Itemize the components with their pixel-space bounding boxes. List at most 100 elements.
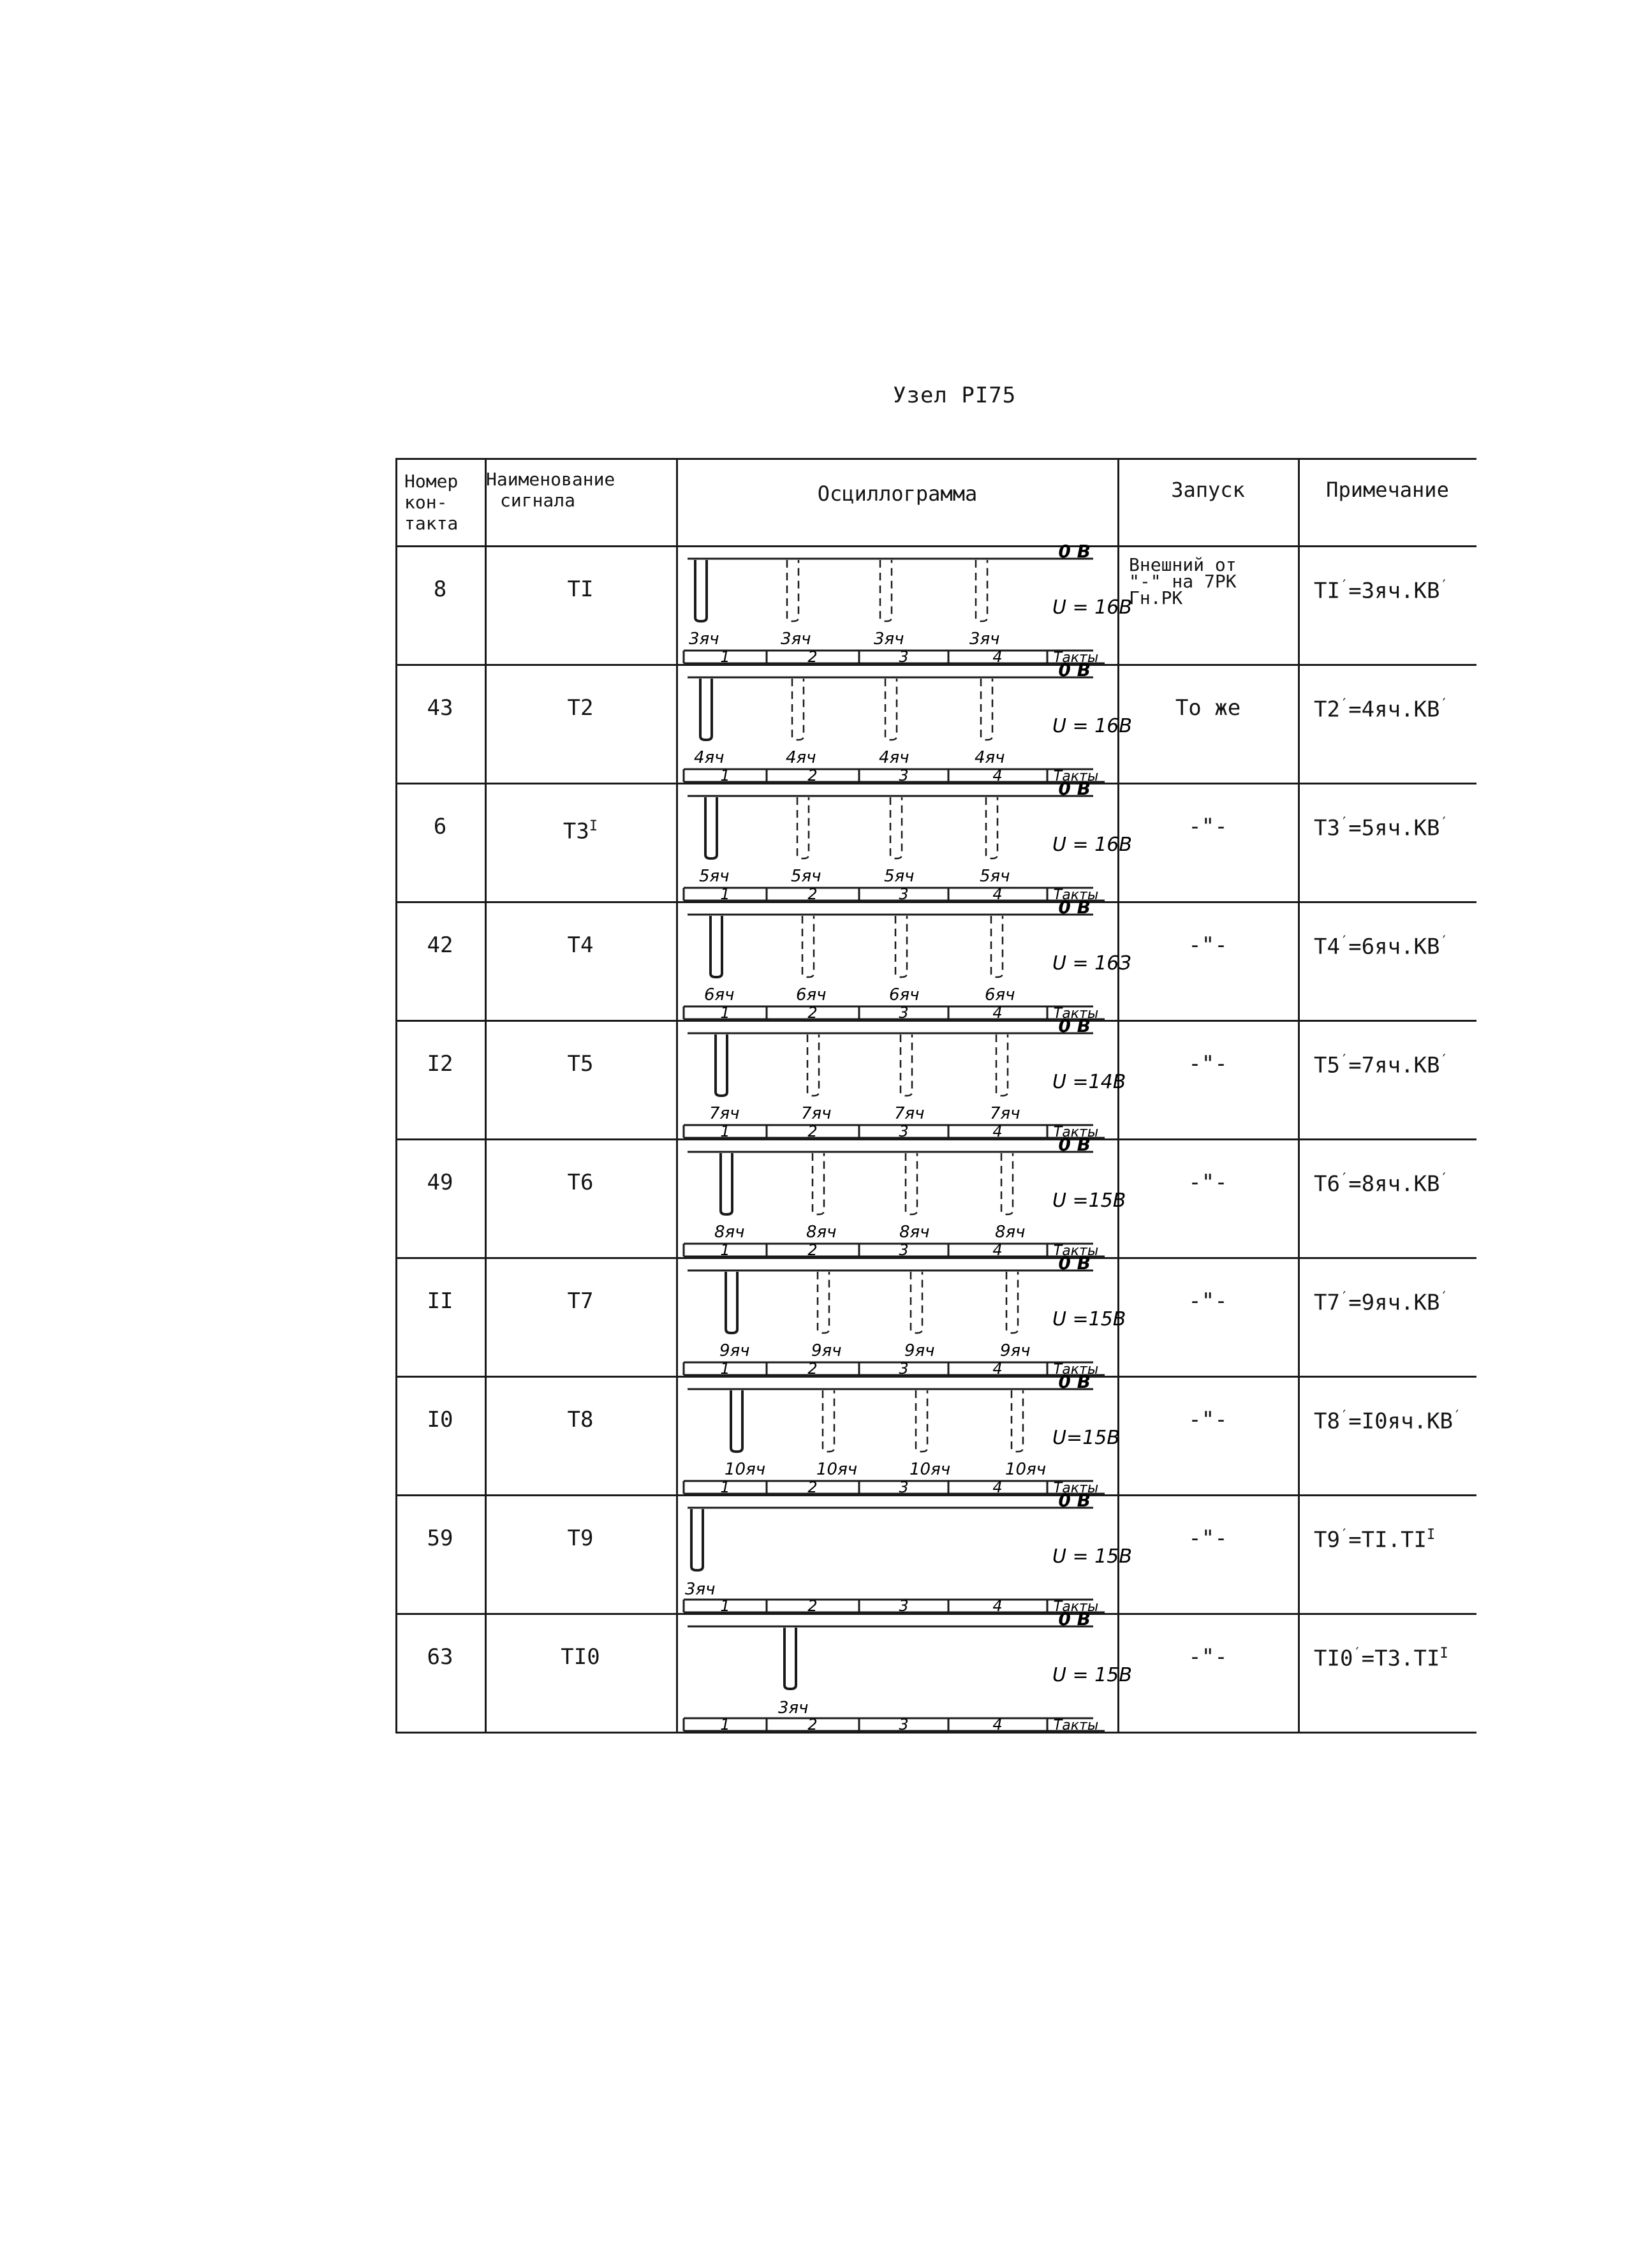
contact-number: 6 — [433, 814, 447, 839]
zero-level-label: 0 В — [1058, 1253, 1091, 1274]
row-border — [395, 783, 1476, 784]
takty-label: Такты — [1054, 650, 1098, 666]
takty-label: 1 — [720, 1597, 730, 1615]
pulse — [690, 1509, 704, 1572]
cell-label: 9яч — [811, 1341, 842, 1360]
trigger-line: Гн.РК — [1129, 587, 1183, 608]
signal-name-text: T9 — [567, 1526, 594, 1551]
prime-mark: I — [1427, 1527, 1436, 1543]
note: T5′=7яч.КВ′ — [1300, 1049, 1486, 1077]
pulse — [985, 797, 999, 860]
takty-label: Такты — [1054, 1362, 1098, 1378]
takty-label: 3 — [899, 1597, 908, 1615]
signal-name: T5 — [485, 1052, 676, 1076]
note-part-a: TI0 — [1314, 1646, 1353, 1672]
trigger-line: -"- — [1188, 1407, 1228, 1432]
note: T9′=TI.TII — [1300, 1523, 1486, 1552]
header-oscillogram: Осциллограмма — [817, 482, 978, 506]
prime-mark: ′ — [1439, 1171, 1448, 1187]
takty-label: 2 — [807, 1004, 817, 1022]
zero-level-label: 0 В — [1058, 1490, 1091, 1511]
pulse — [889, 797, 903, 860]
cell-label: 6яч — [704, 985, 735, 1005]
header-signal-line2: сигнала — [500, 490, 576, 511]
takty-label: Такты — [1054, 769, 1098, 784]
pulse — [990, 916, 1004, 978]
row-border — [395, 1494, 1476, 1496]
pulse — [816, 1272, 830, 1334]
pulse — [783, 1628, 797, 1690]
trigger: -"- — [1119, 933, 1297, 957]
signal-name: T6 — [485, 1170, 676, 1195]
signal-name-text: T8 — [567, 1407, 594, 1432]
note: TI′=3яч.КВ′ — [1300, 574, 1486, 603]
voltage-label: U = 16З — [1052, 952, 1131, 975]
note-part-a: T6 — [1314, 1171, 1340, 1197]
contact-number: 42 — [427, 932, 453, 958]
header-contact-line1: Номер — [404, 471, 459, 492]
cell-label: 4яч — [975, 748, 1005, 767]
pulse — [909, 1272, 924, 1334]
signal-name: T3I — [485, 814, 676, 843]
takty-label: 3 — [899, 648, 908, 666]
contact-number: 59 — [427, 1526, 453, 1551]
zero-level-label: 0 В — [1058, 1015, 1091, 1036]
trigger: -"- — [1119, 1645, 1297, 1669]
cell-label: 4яч — [694, 748, 725, 767]
prime-mark: ′ — [1339, 1408, 1349, 1424]
cell-label: 10яч — [1005, 1460, 1046, 1479]
pulse — [884, 679, 898, 741]
prime-mark: ′ — [1439, 1290, 1448, 1306]
row-border — [395, 1613, 1476, 1615]
pulse — [719, 1153, 733, 1216]
trigger-line: -"- — [1188, 814, 1228, 839]
voltage-label: U =14В — [1052, 1071, 1126, 1093]
pulse — [709, 916, 723, 978]
cell-label: 6яч — [796, 985, 827, 1005]
cell-label: 9яч — [904, 1341, 935, 1360]
takty-label: Такты — [1054, 1718, 1098, 1734]
note-part-b: =I0яч.КВ — [1348, 1408, 1453, 1434]
takty-label: 1 — [720, 1478, 730, 1496]
takty-label: 2 — [807, 648, 817, 666]
takty-label: 4 — [992, 767, 1002, 784]
takty-label: 4 — [992, 1241, 1002, 1259]
takty-label: Такты — [1054, 1243, 1098, 1259]
pulse — [786, 560, 800, 622]
table-header-border — [395, 545, 1476, 547]
note: T7′=9яч.КВ′ — [1300, 1286, 1486, 1314]
trigger: -"- — [1119, 1052, 1297, 1076]
cell-label: 5яч — [980, 867, 1010, 886]
takty-label: 1 — [720, 767, 730, 784]
trigger-line: -"- — [1188, 1526, 1228, 1551]
takty-label: 3 — [899, 1716, 908, 1734]
pulse — [801, 916, 815, 978]
cell-label: 8яч — [995, 1223, 1026, 1242]
note: T8′=I0яч.КВ′ — [1300, 1404, 1486, 1433]
contact-number: 8 — [433, 577, 447, 602]
note-part-b: =7яч.КВ — [1348, 1052, 1440, 1079]
takty-label: 1 — [720, 1004, 730, 1022]
cell-label: 5яч — [884, 867, 915, 886]
signal-name-text: T2 — [567, 695, 594, 721]
cell-label: 6яч — [985, 985, 1015, 1005]
takty-label: 2 — [807, 1716, 817, 1734]
cell-label: 7яч — [990, 1104, 1020, 1123]
zero-level-label: 0 В — [1058, 897, 1091, 918]
note-part-b: =9яч.КВ — [1348, 1290, 1440, 1316]
trigger: -"- — [1119, 1408, 1297, 1432]
header-contact-line3: такта — [404, 513, 459, 534]
cell-label: 10яч — [725, 1460, 765, 1479]
note-part-a: T7 — [1314, 1290, 1340, 1316]
pulse — [975, 560, 989, 622]
pulse — [1005, 1272, 1019, 1334]
